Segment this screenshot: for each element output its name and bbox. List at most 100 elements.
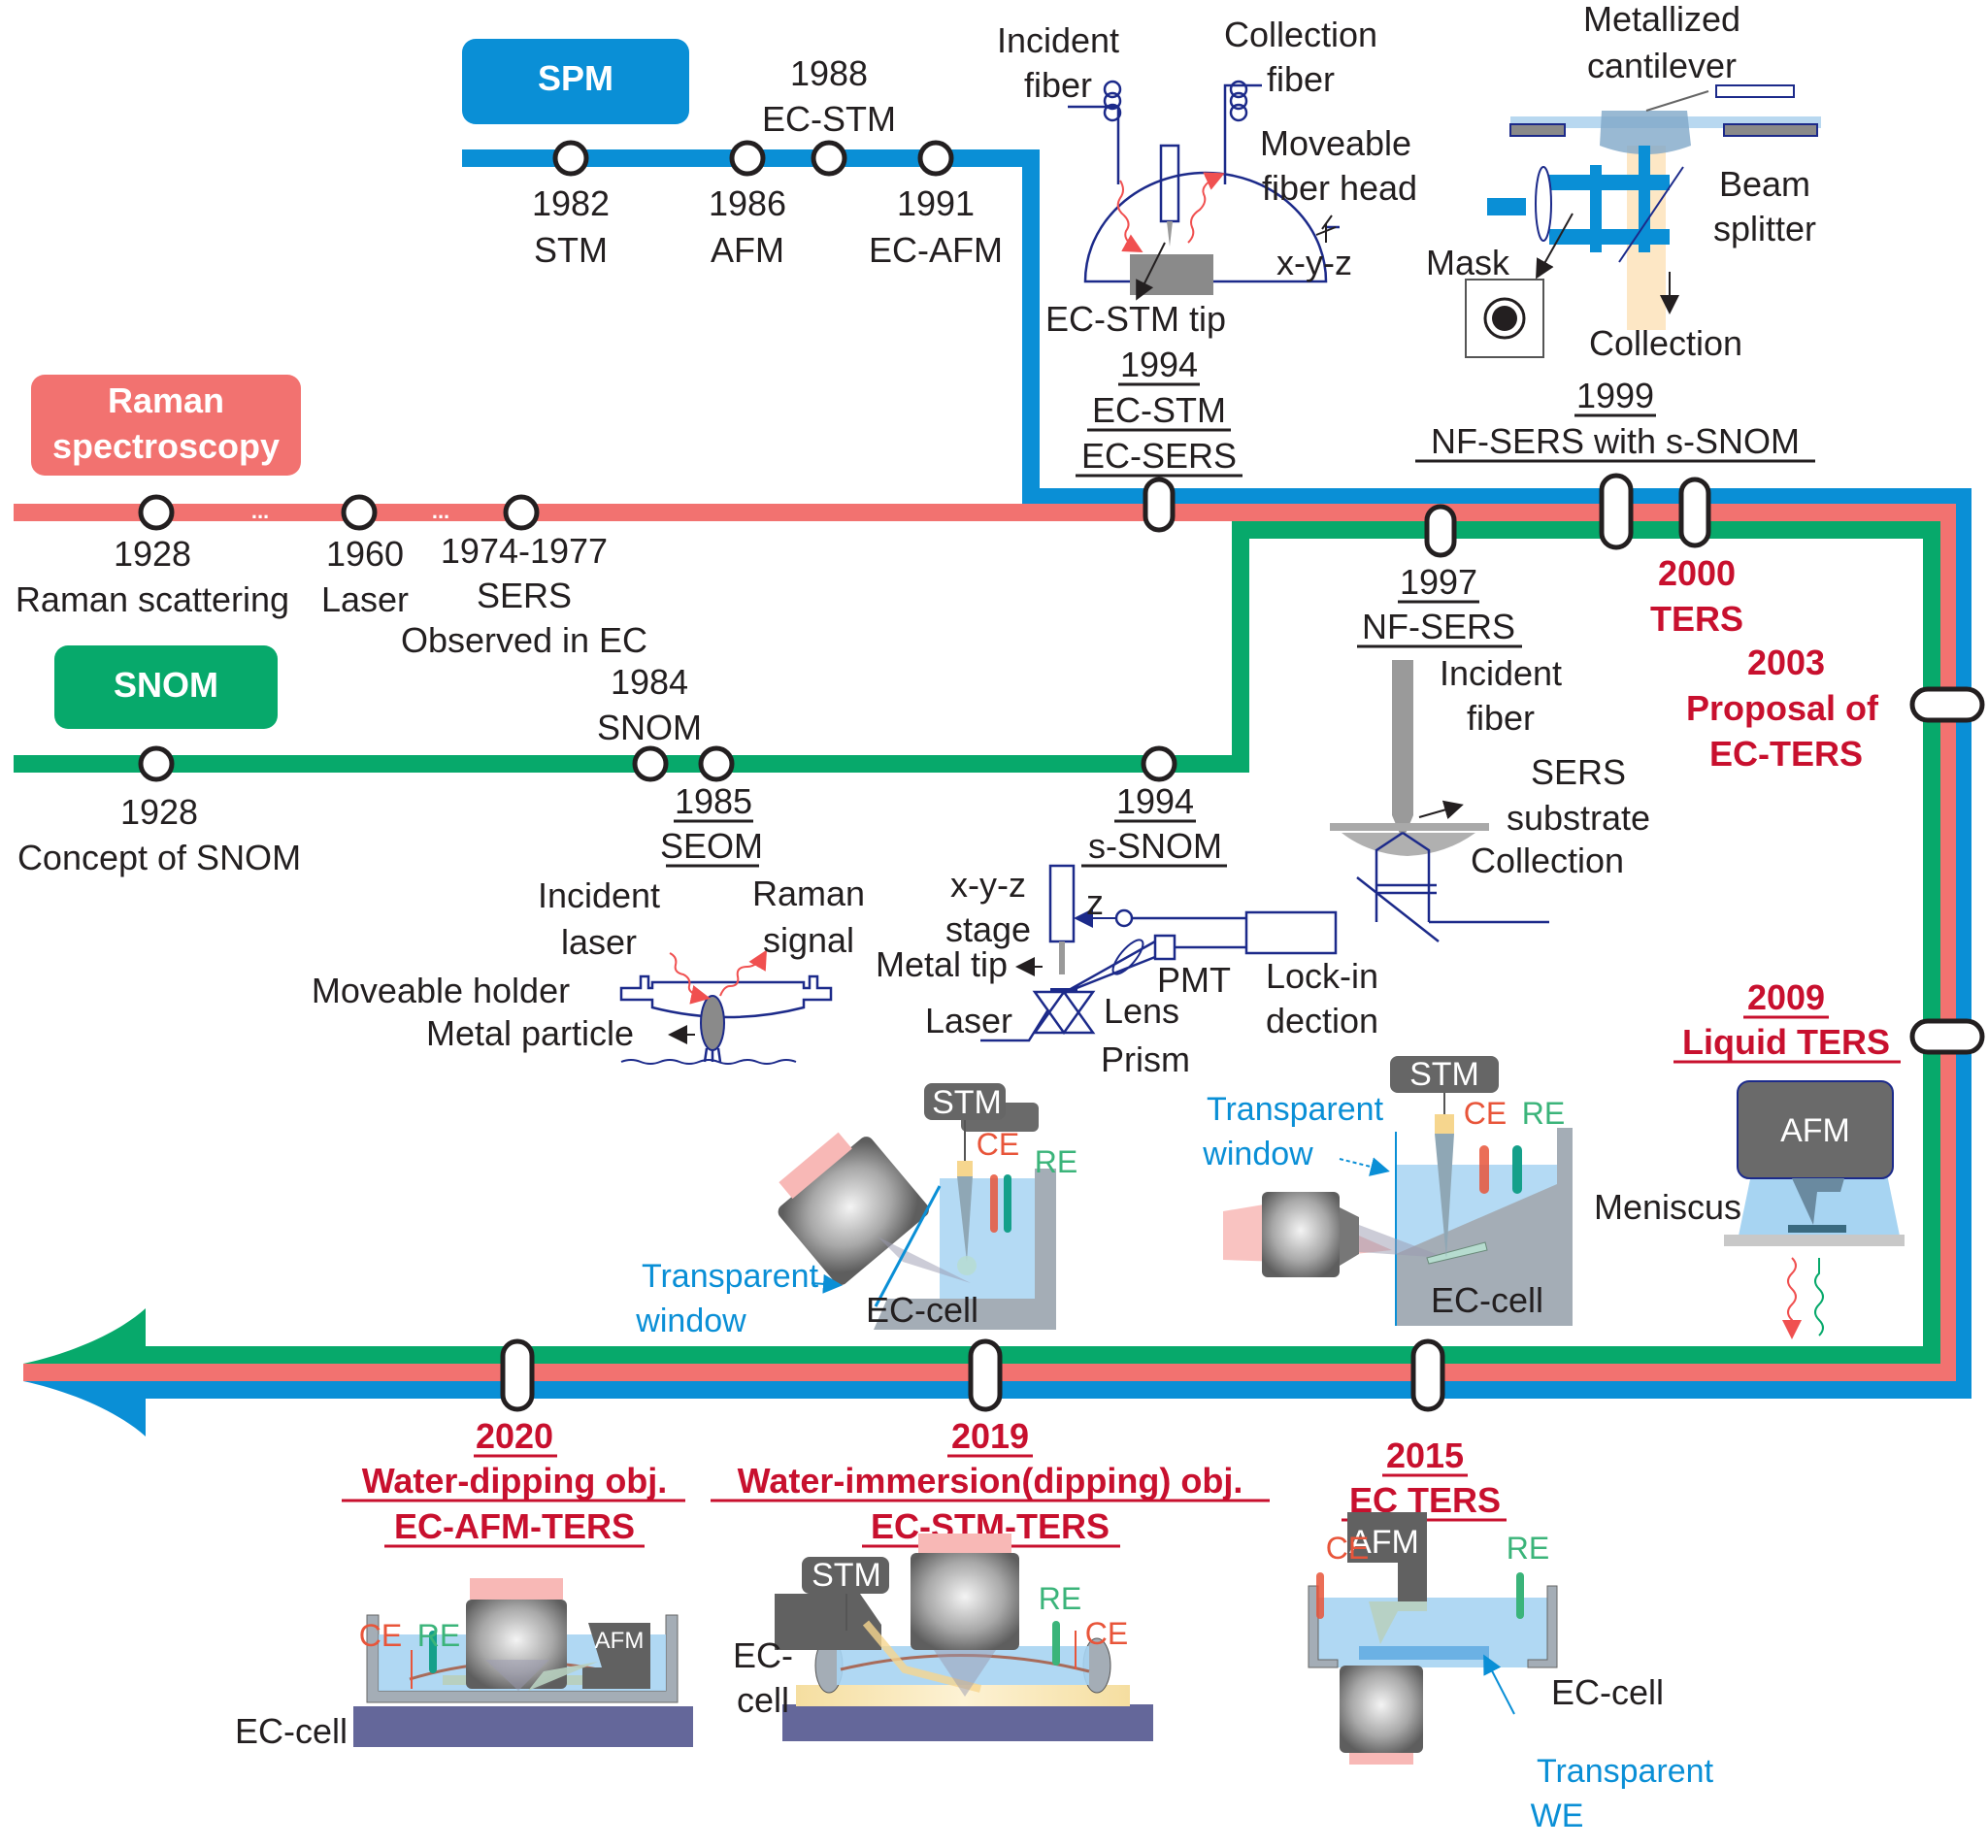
timeline-node-2009 xyxy=(1909,1018,1985,1055)
svg-text:Beam: Beam xyxy=(1719,164,1810,204)
svg-text:SERS: SERS xyxy=(477,576,572,615)
svg-text:EC-STM tip: EC-STM tip xyxy=(1045,299,1226,339)
svg-text:SNOM: SNOM xyxy=(597,708,702,747)
diagram-ssnom-1994: z x-y-z stage Metal tip PMT Lock-in dect… xyxy=(876,864,1378,1079)
svg-text:fiber: fiber xyxy=(1467,698,1535,738)
svg-text:1985: 1985 xyxy=(675,781,752,821)
svg-text:x-y-z: x-y-z xyxy=(1276,243,1352,282)
svg-text:x-y-z: x-y-z xyxy=(950,865,1026,905)
timeline-node-1982 xyxy=(552,140,589,177)
svg-text:EC-cell: EC-cell xyxy=(235,1711,348,1751)
svg-text:EC-AFM: EC-AFM xyxy=(869,230,1003,270)
svg-text:WE: WE xyxy=(1531,1798,1584,1834)
raman-category-badge: Raman spectroscopy xyxy=(31,375,301,476)
svg-text:RE: RE xyxy=(1522,1096,1565,1131)
svg-text:Metal particle: Metal particle xyxy=(426,1013,634,1053)
diagram-nfsers-1997: Incident fiber SERS substrate Collection xyxy=(1330,653,1650,942)
timeline-node-2003 xyxy=(1909,686,1985,723)
svg-text:AFM: AFM xyxy=(711,230,784,270)
svg-text:2019: 2019 xyxy=(951,1416,1029,1456)
diagram-ec-afm-ters-2020: AFM CE RE EC-cell xyxy=(235,1578,693,1751)
svg-text:SNOM: SNOM xyxy=(114,665,218,705)
svg-text:1988: 1988 xyxy=(790,53,868,93)
svg-text:window: window xyxy=(635,1303,746,1339)
svg-text:EC-: EC- xyxy=(733,1635,793,1675)
snom-track xyxy=(14,521,1940,1364)
svg-text:dection: dection xyxy=(1266,1001,1378,1040)
svg-text:cantilever: cantilever xyxy=(1587,46,1737,85)
svg-text:Raman scattering: Raman scattering xyxy=(16,579,289,619)
svg-text:NF-SERS: NF-SERS xyxy=(1362,607,1515,646)
svg-text:Incident: Incident xyxy=(538,875,660,915)
svg-text:Raman: Raman xyxy=(752,874,865,913)
svg-text:Lock-in: Lock-in xyxy=(1266,956,1378,996)
svg-text:EC-cell: EC-cell xyxy=(866,1290,978,1330)
svg-text:Collection: Collection xyxy=(1589,323,1742,363)
svg-text:STM: STM xyxy=(932,1084,1002,1121)
svg-text:z: z xyxy=(1086,882,1104,922)
spm-category-badge: SPM xyxy=(462,39,689,124)
svg-text:Lens: Lens xyxy=(1104,991,1179,1031)
svg-text:Prism: Prism xyxy=(1101,1040,1190,1079)
svg-text:Moveable: Moveable xyxy=(1260,123,1411,163)
svg-text:SEOM: SEOM xyxy=(660,826,763,866)
timeline-node-1994-merged xyxy=(1143,477,1176,533)
svg-text:Mask: Mask xyxy=(1426,243,1510,282)
svg-text:2003: 2003 xyxy=(1747,643,1825,682)
svg-text:1984: 1984 xyxy=(611,662,688,702)
svg-text:AFM: AFM xyxy=(1349,1524,1419,1561)
svg-text:EC-SERS: EC-SERS xyxy=(1081,436,1237,476)
svg-text:1960: 1960 xyxy=(326,534,404,574)
timeline-node-2000 xyxy=(1678,477,1711,548)
svg-text:fiber: fiber xyxy=(1024,65,1092,105)
svg-text:TERS: TERS xyxy=(1650,599,1743,639)
timeline-node-1988 xyxy=(811,140,847,177)
svg-text:SERS: SERS xyxy=(1531,752,1626,792)
svg-text:CE: CE xyxy=(1464,1096,1507,1131)
timeline-node-1960 xyxy=(341,494,378,531)
svg-text:EC-STM: EC-STM xyxy=(762,99,896,139)
svg-text:2000: 2000 xyxy=(1658,553,1736,593)
objective-lens-icon xyxy=(1340,1666,1423,1753)
snom-category-badge: SNOM xyxy=(54,645,278,729)
svg-text:Water-immersion(dipping) obj.: Water-immersion(dipping) obj. xyxy=(738,1461,1243,1501)
svg-text:Observed in EC: Observed in EC xyxy=(401,620,647,660)
svg-text:SPM: SPM xyxy=(538,58,613,98)
merged-events: 1994 EC-STM EC-SERS 1997 NF-SERS 1999 NF… xyxy=(342,345,1985,1548)
objective-lens-icon xyxy=(911,1553,1019,1650)
snom-events: 1928 Concept of SNOM 1984 SNOM 1985 SEOM… xyxy=(17,662,1227,877)
svg-text:Laser: Laser xyxy=(321,579,409,619)
svg-text:1991: 1991 xyxy=(897,183,975,223)
svg-text:EC-cell: EC-cell xyxy=(1551,1672,1664,1712)
diagram-nfsers-1999: Metallized cantilever Beam splitter Mask… xyxy=(1426,0,1821,363)
svg-text:...: ... xyxy=(251,499,269,523)
svg-text:cell: cell xyxy=(737,1680,789,1720)
svg-text:2009: 2009 xyxy=(1747,977,1825,1017)
svg-text:CE: CE xyxy=(1326,1531,1369,1566)
svg-text:STM: STM xyxy=(1409,1056,1479,1093)
svg-text:STM: STM xyxy=(534,230,608,270)
svg-text:EC-STM: EC-STM xyxy=(1092,390,1226,430)
timeline-node-1999 xyxy=(1599,473,1634,550)
svg-text:NF-SERS with s-SNOM: NF-SERS with s-SNOM xyxy=(1431,421,1800,461)
timeline-node-1984 xyxy=(632,745,669,782)
diagram-ec-ters-2015: AFM CE RE EC-cell Transparent WE xyxy=(1308,1512,1714,1834)
svg-text:fiber head: fiber head xyxy=(1262,168,1417,208)
diagram-ec-stm-1994: Incident fiber Collection fiber Moveable… xyxy=(997,15,1417,339)
svg-text:AFM: AFM xyxy=(595,1628,645,1654)
svg-text:1994: 1994 xyxy=(1116,781,1194,821)
svg-text:Raman: Raman xyxy=(108,380,224,420)
svg-text:RE: RE xyxy=(1039,1581,1081,1616)
svg-text:2015: 2015 xyxy=(1386,1436,1464,1475)
svg-text:Laser: Laser xyxy=(925,1001,1012,1040)
objective-lens-icon xyxy=(1262,1192,1340,1277)
svg-text:RE: RE xyxy=(1507,1531,1549,1566)
timeline-node-1928-snom xyxy=(138,745,175,782)
svg-text:Collection: Collection xyxy=(1471,841,1624,880)
svg-text:1997: 1997 xyxy=(1400,562,1477,602)
svg-text:1928: 1928 xyxy=(120,792,198,832)
svg-text:Meniscus: Meniscus xyxy=(1594,1187,1741,1227)
svg-text:Proposal of: Proposal of xyxy=(1686,688,1879,728)
svg-text:CE: CE xyxy=(977,1127,1019,1162)
